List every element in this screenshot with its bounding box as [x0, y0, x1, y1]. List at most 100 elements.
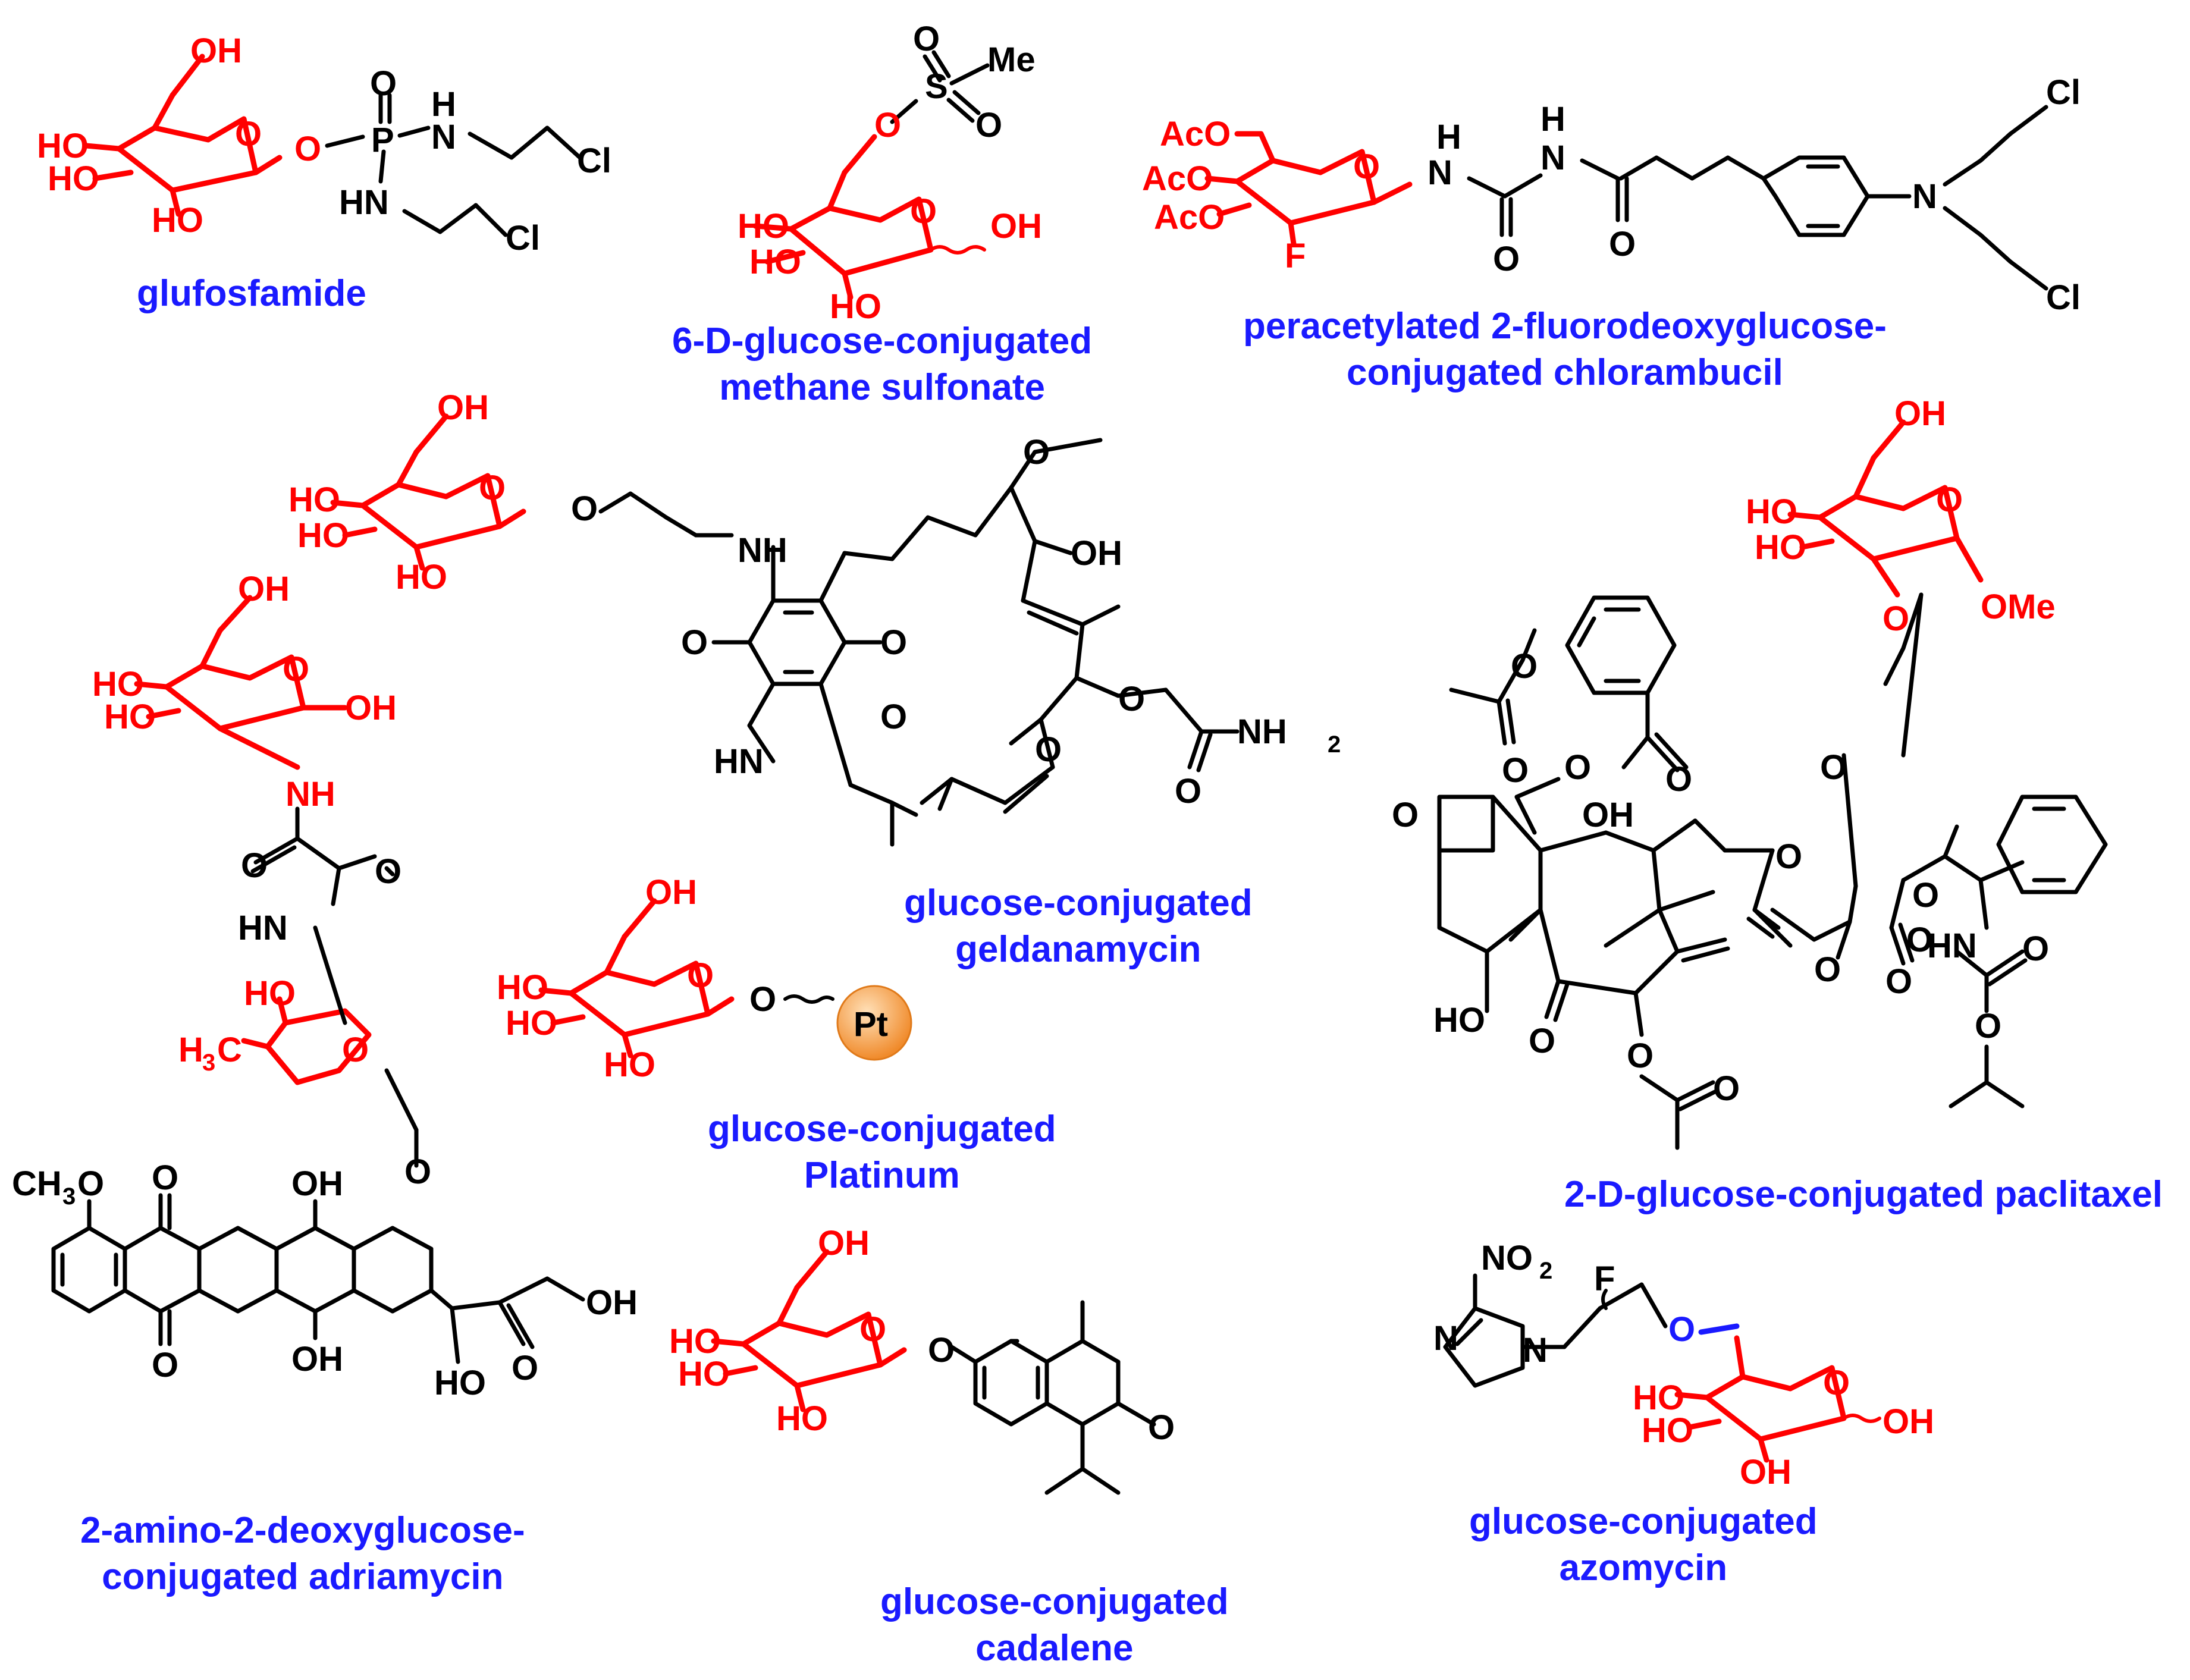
caption-cadalene: glucose-conjugated cadalene	[880, 1579, 1229, 1672]
geldanamycin-structure: OH HO HO HO O O NH O O HN O OH O O O NH …	[288, 388, 1341, 847]
platinum-drug-labels: O Pt	[749, 980, 888, 1044]
chlorambucil-drug-bonds	[1467, 105, 2048, 291]
glufosfamide-glucose-ring	[83, 54, 283, 217]
atom-label: Me	[987, 40, 1036, 79]
atom-label: O	[1035, 730, 1062, 769]
caption-line: Platinum	[804, 1155, 960, 1196]
atom-label: F	[1285, 237, 1306, 275]
caption-line: glucose-conjugated	[880, 1581, 1229, 1622]
atom-label: O	[1814, 950, 1841, 989]
atom-label: O	[874, 106, 901, 145]
adriamycin-sugar-labels: OH HO HO O OH NH HO H 3 C O	[92, 570, 397, 1076]
caption-azomycin: glucose-conjugated azomycin	[1469, 1499, 1818, 1591]
platinum-glucose-ring	[538, 898, 735, 1059]
atom-subscript: 3	[202, 1050, 215, 1076]
paclitaxel-glucose-ring	[1787, 419, 1984, 598]
atom-label: NH	[738, 531, 787, 570]
caption-line: conjugated adriamycin	[102, 1556, 504, 1597]
atom-label: HO	[669, 1322, 721, 1361]
caption-methanesulfonate: 6-D-glucose-conjugated methane sulfonate	[672, 318, 1092, 411]
atom-label: HN	[714, 742, 764, 781]
atom-label: O	[1906, 921, 1933, 959]
adriamycin-structure: OH HO HO O OH NH HO H 3 C O O HN O O CH …	[12, 570, 638, 1402]
caption-line: peracetylated 2-fluorodeoxyglucose-	[1243, 306, 1887, 347]
caption-line: glufosfamide	[137, 273, 366, 314]
atom-label: C	[217, 1031, 242, 1069]
atom-label: OH	[990, 207, 1042, 246]
atom-label: CH	[12, 1164, 62, 1203]
atom-label: O	[975, 106, 1002, 145]
atom-label: OH	[437, 388, 489, 427]
atom-label: H	[1436, 118, 1461, 156]
atom-label: O	[1511, 647, 1538, 686]
atom-label: HO	[830, 287, 881, 326]
atom-label: O	[910, 192, 937, 231]
caption-line: conjugated chlorambucil	[1347, 352, 1783, 393]
cadalene-structure: OH HO HO HO O O O	[669, 1224, 1175, 1495]
atom-label: O	[1564, 748, 1591, 787]
methanesulfonate-structure: HO HO HO O OH O O S O Me	[738, 20, 1042, 326]
atom-label: OH	[1894, 394, 1946, 433]
atom-label: S	[925, 67, 948, 106]
atom-label: NO	[1481, 1239, 1533, 1277]
caption-line: cadalene	[975, 1628, 1134, 1669]
atom-label: O	[749, 980, 776, 1019]
atom-label: OH	[291, 1340, 343, 1378]
caption-chlorambucil: peracetylated 2-fluorodeoxyglucose- conj…	[1243, 303, 1887, 396]
geldanamycin-drug-labels: O NH O O HN O OH O O O NH 2 O	[571, 433, 1341, 811]
atom-label: HO	[396, 558, 447, 596]
atom-label: HO	[92, 665, 144, 704]
atom-label: O	[370, 64, 397, 103]
platinum-label: Pt	[854, 1005, 888, 1044]
atom-label: O	[375, 852, 401, 891]
cadalene-drug-labels: O O	[928, 1331, 1175, 1447]
atom-label: O	[1882, 599, 1909, 638]
atom-label: O	[681, 623, 708, 662]
atom-label: HN	[1927, 927, 1977, 965]
atom-label: O	[512, 1349, 538, 1387]
glufosfamide-sugar-labels: OH HO HO HO O O	[37, 32, 321, 240]
atom-label: OH	[345, 689, 397, 727]
atom-label: O	[1609, 225, 1636, 263]
caption-platinum: glucose-conjugated Platinum	[708, 1106, 1056, 1199]
atom-label: HO	[434, 1364, 486, 1402]
atom-label: O	[235, 115, 262, 153]
atom-label: O	[1023, 433, 1050, 472]
atom-label: O	[1912, 876, 1939, 915]
atom-label: O	[1823, 1364, 1850, 1402]
atom-label: HO	[497, 968, 548, 1007]
atom-label: N	[1433, 1319, 1458, 1358]
paclitaxel-drug-labels: O O O O O OH O HO O O O O O O O O HN O O	[1392, 647, 2049, 1108]
atom-label: H	[1540, 100, 1565, 139]
atom-label: OH	[291, 1164, 343, 1203]
atom-label: H	[431, 85, 456, 124]
glufosfamide-drug-labels: O P H N HN Cl Cl	[339, 64, 611, 258]
atom-label: HO	[749, 243, 801, 281]
atom-label: HO	[1433, 1001, 1485, 1040]
glufosfamide-structure: OH HO HO HO O O O P H N HN Cl Cl	[37, 32, 611, 258]
atom-label: HO	[1633, 1378, 1684, 1417]
platinum-sugar-labels: OH HO HO HO O	[497, 873, 714, 1084]
atom-label: HO	[288, 481, 340, 519]
atom-label: NH	[1237, 712, 1287, 751]
atom-label: O	[880, 698, 907, 736]
atom-label: Cl	[2046, 73, 2081, 112]
atom-label: O	[1713, 1069, 1740, 1108]
caption-line: azomycin	[1559, 1547, 1728, 1588]
atom-label: HN	[238, 909, 288, 947]
atom-label: F	[1594, 1260, 1615, 1298]
atom-label: OMe	[1981, 588, 2056, 626]
atom-label: N	[1427, 153, 1452, 192]
caption-line: 2-D-glucose-conjugated paclitaxel	[1564, 1174, 2163, 1215]
atom-label: P	[371, 121, 394, 159]
atom-label: O	[571, 489, 598, 528]
atom-label: HO	[678, 1355, 730, 1393]
platinum-wavy-bond	[783, 994, 834, 1004]
caption-line: glucose-conjugated	[708, 1109, 1056, 1150]
atom-label: O	[1820, 748, 1847, 787]
caption-line: geldanamycin	[955, 929, 1201, 970]
atom-label: OH	[238, 570, 290, 608]
atom-label: O	[859, 1310, 886, 1349]
atom-label: O	[152, 1346, 178, 1384]
